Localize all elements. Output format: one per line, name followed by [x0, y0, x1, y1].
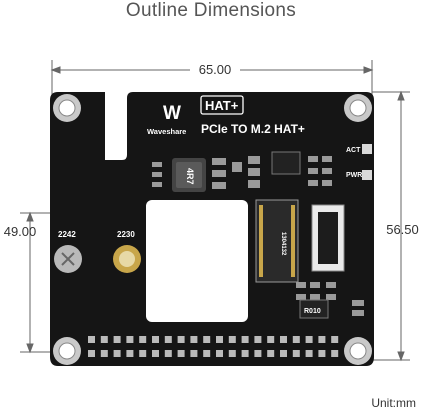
gpio-pin	[241, 350, 249, 357]
gpio-pin	[254, 336, 262, 343]
gpio-pin	[177, 350, 185, 357]
gpio-pin	[190, 350, 198, 357]
gpio-pin	[267, 350, 275, 357]
mounting-holes	[53, 94, 372, 365]
gpio-pin	[318, 336, 326, 343]
connector-code: 1304132	[280, 232, 286, 256]
led-pwr	[362, 170, 372, 180]
gpio-pin	[331, 336, 339, 343]
gpio-pin	[126, 350, 134, 357]
gpio-pin	[305, 336, 313, 343]
unit-label: Unit:mm	[371, 396, 416, 410]
led-pwr-label: PWR	[346, 172, 362, 179]
hat-badge: HAT+	[205, 98, 239, 113]
gpio-pin	[331, 350, 339, 357]
gpio-pin	[88, 336, 95, 343]
brand-name: Waveshare	[147, 127, 186, 136]
arrow-up-left	[26, 211, 34, 222]
controller-chip	[271, 151, 301, 175]
gpio-pin	[113, 336, 121, 343]
brand-logo: W	[163, 103, 181, 124]
gpio-pin	[139, 350, 147, 357]
width-dimension-label: 65.00	[190, 62, 240, 77]
right-height-dimension-label: 56.50	[386, 222, 419, 237]
chip-r010	[299, 299, 329, 319]
gpio-pin	[100, 350, 108, 357]
gpio-pin	[280, 336, 287, 343]
m2-pins	[259, 205, 295, 277]
gpio-pin	[292, 336, 300, 343]
led-act-label: ACT	[346, 147, 361, 154]
smd-components	[152, 156, 364, 316]
gpio-pin	[318, 350, 326, 357]
gpio-pin	[305, 350, 313, 357]
slot-2230-label: 2230	[117, 230, 135, 239]
gpio-pin	[254, 350, 262, 357]
product-name: PCIe TO M.2 HAT+	[201, 122, 305, 136]
arrow-right	[363, 66, 374, 74]
nvme-standoffs	[54, 245, 141, 273]
arrow-down-right	[397, 351, 405, 362]
page-title: Outline Dimensions	[125, 0, 297, 21]
gpio-pin	[267, 336, 275, 343]
gpio-pin	[216, 336, 223, 343]
gpio-pin	[177, 336, 185, 343]
gpio-pin	[113, 350, 121, 357]
slot-2242-label: 2242	[58, 230, 76, 239]
arrow-up-right	[397, 90, 405, 101]
chip-code: R010	[304, 308, 321, 315]
gpio-pin	[203, 336, 211, 343]
gpio-pin	[152, 336, 159, 343]
gpio-pin	[228, 350, 236, 357]
gpio-pin	[216, 350, 223, 357]
gpio-pin	[139, 336, 147, 343]
hat-badge-frame	[200, 95, 244, 115]
gpio-pin	[190, 336, 198, 343]
gpio-pin	[126, 336, 134, 343]
gpio-header	[88, 336, 339, 357]
gpio-pin	[164, 350, 172, 357]
gpio-pin	[100, 336, 108, 343]
gpio-pin	[88, 350, 95, 357]
led-act	[362, 144, 372, 154]
left-height-dimension-label: 49.00	[3, 224, 37, 239]
gpio-pin	[203, 350, 211, 357]
board-cutout	[146, 200, 248, 322]
gpio-pin	[152, 350, 159, 357]
gpio-pin	[292, 350, 300, 357]
gpio-pin	[241, 336, 249, 343]
arrow-down-left	[26, 343, 34, 354]
inductor-code: 4R7	[185, 168, 195, 185]
gpio-pin	[164, 336, 172, 343]
gpio-pin	[228, 336, 236, 343]
gpio-pin	[280, 350, 287, 357]
arrow-left	[50, 66, 61, 74]
